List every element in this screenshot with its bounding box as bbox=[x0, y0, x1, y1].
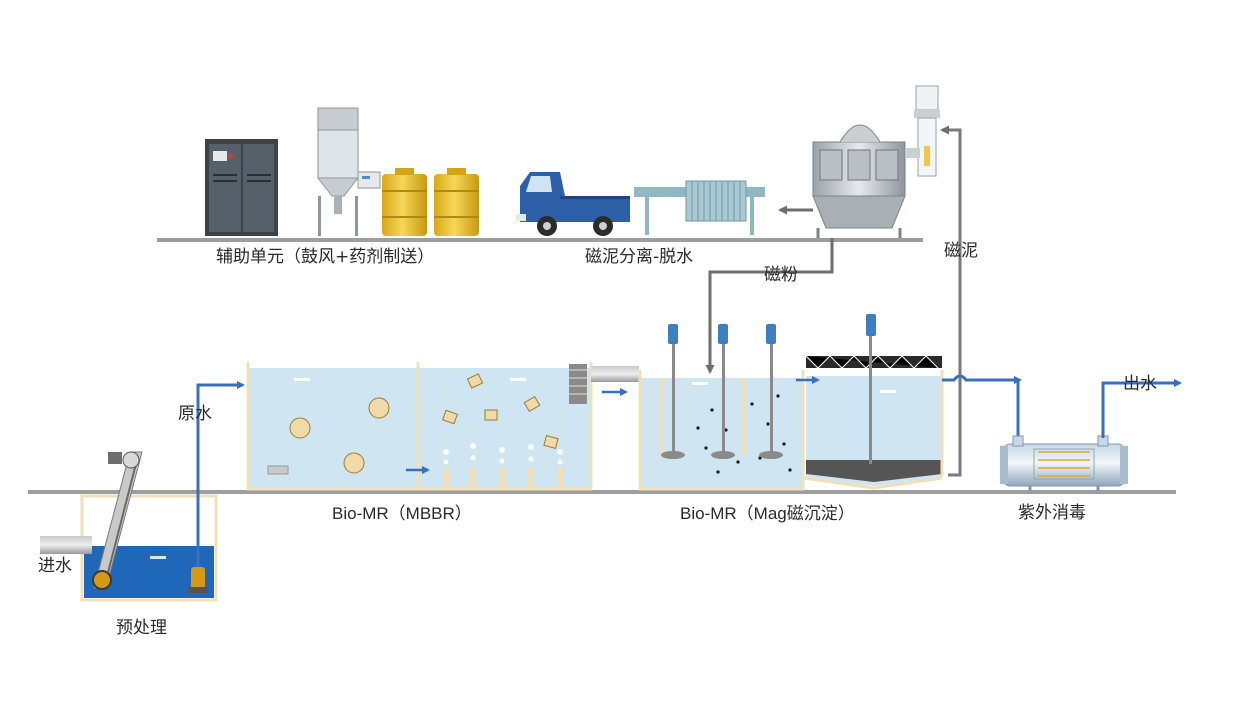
truck bbox=[516, 172, 630, 236]
mag-settle-label: Bio-MR（Mag磁沉淀） bbox=[680, 504, 855, 523]
raw-water-pipe bbox=[196, 381, 245, 567]
chemical-dosing-hopper bbox=[316, 107, 381, 236]
sludge-separation-label: 磁泥分离-脱水 bbox=[585, 247, 694, 267]
settling-tank bbox=[803, 314, 944, 490]
upper-shelf-line bbox=[157, 238, 923, 242]
mag-particles bbox=[696, 394, 792, 474]
mag-sludge-label: 磁泥 bbox=[944, 241, 978, 261]
hydrocyclone bbox=[905, 85, 940, 177]
inlet-label: 进水 bbox=[38, 556, 72, 576]
to-uv-pipe bbox=[942, 374, 1020, 440]
aux-unit-label: 辅助单元（鼓风+药剂制送） bbox=[216, 247, 435, 267]
mixers bbox=[661, 324, 783, 459]
suspended-media bbox=[289, 373, 559, 474]
ground-line bbox=[28, 490, 1176, 494]
transfer-screen bbox=[569, 364, 639, 404]
mag-powder-line bbox=[705, 238, 834, 374]
uv-disinfection-unit bbox=[1000, 435, 1128, 491]
pretreat-label: 预处理 bbox=[116, 618, 167, 638]
bar-screen bbox=[92, 451, 143, 590]
mag-sludge-return-line bbox=[940, 125, 962, 477]
raw-water-label: 原水 bbox=[178, 404, 212, 424]
chemical-drum-1 bbox=[382, 168, 427, 236]
mag-reaction-tank bbox=[638, 370, 805, 491]
blower-cabinet bbox=[205, 139, 278, 236]
chemical-drum-2 bbox=[434, 168, 479, 236]
magnetic-separator bbox=[812, 124, 906, 238]
submersible-pump bbox=[188, 567, 208, 593]
outlet-label: 出水 bbox=[1123, 374, 1157, 394]
uv-label: 紫外消毒 bbox=[1018, 503, 1086, 523]
outlet-pipe bbox=[1101, 379, 1182, 438]
to-uv-arrowhead bbox=[1014, 376, 1022, 384]
mbbr-label: Bio-MR（MBBR） bbox=[332, 504, 472, 523]
pretreat-tank bbox=[40, 494, 218, 602]
mag-powder-label: 磁粉 bbox=[764, 265, 798, 285]
aeration-diffusers bbox=[443, 443, 563, 489]
filter-press bbox=[634, 180, 765, 235]
